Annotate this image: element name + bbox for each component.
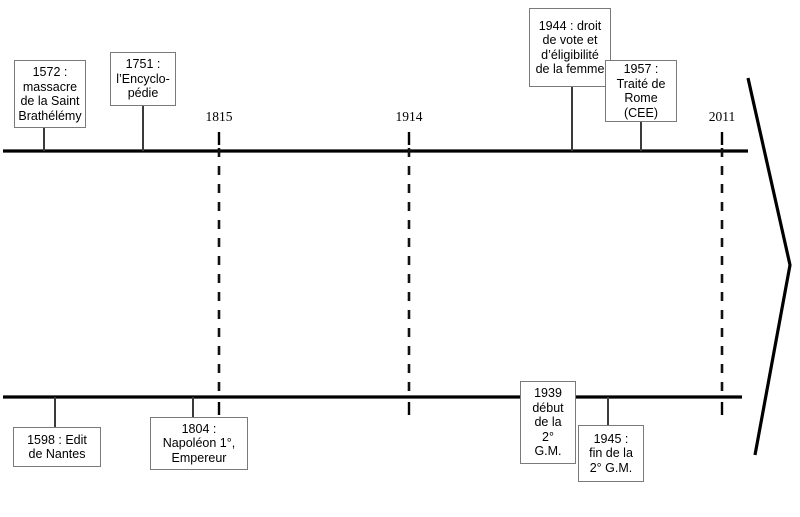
- year-label-1914: 1914: [395, 109, 423, 124]
- event-box-1598: 1598 : Edit de Nantes: [13, 427, 101, 467]
- year-label-2011: 2011: [708, 109, 736, 124]
- event-box-1804: 1804 : Napoléon 1°, Empereur: [150, 417, 248, 470]
- event-box-1572: 1572 : massacre de la Saint Brathélémy: [14, 60, 86, 128]
- year-label-1815: 1815: [205, 109, 233, 124]
- right-arrowhead-icon: [746, 77, 792, 456]
- event-box-1945: 1945 : fin de la 2° G.M.: [578, 425, 644, 482]
- event-box-1944: 1944 : droit de vote et d’éligibilité de…: [529, 8, 611, 87]
- event-box-1751: 1751 : l’Encyclo- pédie: [110, 52, 176, 106]
- event-box-1939: 1939 début de la 2° G.M.: [520, 381, 576, 464]
- event-box-1957: 1957 : Traité de Rome (CEE): [605, 60, 677, 122]
